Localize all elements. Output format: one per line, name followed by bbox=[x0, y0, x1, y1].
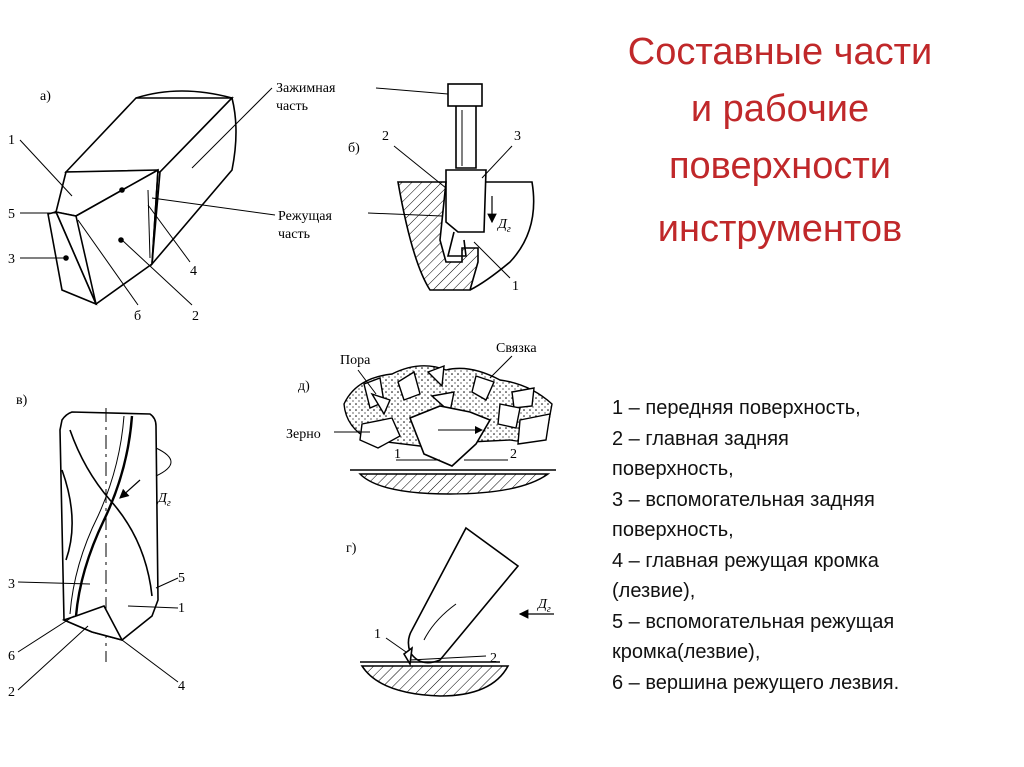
flute-2 bbox=[69, 429, 153, 597]
fig-b-num-3: 3 bbox=[514, 129, 521, 144]
bond-label: Связка bbox=[496, 341, 537, 356]
fig-g-motion-label: Дг bbox=[536, 597, 551, 615]
legend-line: 1 – передняя поверхность, bbox=[612, 397, 861, 419]
fig-a-num-3: 3 bbox=[8, 252, 15, 267]
fig-a-num-5: 5 bbox=[8, 207, 15, 222]
fig-v-num-3: 3 bbox=[8, 577, 15, 592]
shank-break bbox=[135, 90, 233, 99]
figure-v-twist-drill bbox=[17, 408, 179, 691]
fig-v-motion-label: Дг bbox=[156, 491, 171, 509]
fig-v-num-4: 4 bbox=[178, 679, 185, 694]
fig-d-num-2: 2 bbox=[510, 447, 517, 462]
legend-line: кромка(лезвие), bbox=[612, 641, 761, 663]
figure-a-lathe-tool bbox=[19, 87, 276, 306]
fig-b-num-2: 2 bbox=[382, 129, 389, 144]
fig-d-num-1: 1 bbox=[394, 447, 401, 462]
fig-a-num-1: 1 bbox=[8, 133, 15, 148]
fig-a-num-6: б bbox=[134, 309, 141, 324]
tool-shank-head bbox=[447, 83, 483, 107]
fig-v-num-2: 2 bbox=[8, 685, 15, 700]
legend-line: 6 – вершина режущего лезвия. bbox=[612, 671, 900, 694]
legend-line: 4 – главная режущая кромка bbox=[612, 549, 879, 572]
fig-v-num-1: 1 bbox=[178, 601, 185, 616]
figure-v-tag: в) bbox=[16, 393, 28, 408]
flute-1 bbox=[74, 415, 134, 617]
legend-line: поверхность, bbox=[612, 458, 734, 480]
figure-g-grain-cut bbox=[360, 526, 554, 697]
fig-b-motion-label: Дг bbox=[496, 217, 511, 235]
figure-b-tag: б) bbox=[348, 141, 360, 156]
legend-line: 5 – вспомогательная режущая bbox=[612, 610, 895, 633]
title-line-4: инструментов bbox=[657, 208, 903, 250]
figure-a-tag: а) bbox=[40, 89, 51, 104]
slide-title: Составные части и рабочие поверхности ин… bbox=[560, 24, 1000, 258]
fig-b-num-1: 1 bbox=[512, 279, 519, 294]
flank-main-edge bbox=[75, 215, 97, 305]
fig-a-num-2: 2 bbox=[192, 309, 199, 324]
grain-main bbox=[408, 405, 492, 467]
cutting-part-label-2: часть bbox=[278, 227, 310, 242]
grain-label: Зерно bbox=[286, 427, 321, 442]
drill-tip bbox=[61, 605, 124, 642]
title-line-3: поверхности bbox=[668, 145, 892, 187]
tool-blade bbox=[445, 169, 487, 233]
cutting-part-label-1: Режущая bbox=[278, 209, 332, 224]
clamp-part-label-2: часть bbox=[276, 99, 308, 114]
legend-line: поверхность, bbox=[612, 519, 734, 541]
drill-body bbox=[59, 411, 159, 641]
workpiece bbox=[397, 181, 479, 291]
fig-g-num-2: 2 bbox=[490, 651, 497, 666]
fig-v-num-6: 6 bbox=[8, 649, 15, 664]
legend-line: (лезвие), bbox=[612, 580, 696, 602]
legend-line: 3 – вспомогательная задняя bbox=[612, 488, 875, 511]
figure-d-tag: д) bbox=[298, 379, 310, 394]
grain-body bbox=[407, 526, 520, 664]
pore-label: Пора bbox=[340, 353, 371, 368]
figure-g-tag: г) bbox=[346, 541, 357, 556]
shank-side bbox=[150, 96, 237, 267]
workpiece-d bbox=[358, 473, 551, 495]
fig-a-num-4: 4 bbox=[190, 264, 197, 279]
title-line-1: Составные части bbox=[627, 31, 933, 73]
legend-line: 2 – главная задняя bbox=[612, 427, 789, 450]
legend: 1 – передняя поверхность, 2 – главная за… bbox=[612, 393, 1012, 698]
fig-g-num-1: 1 bbox=[374, 627, 381, 642]
clamp-part-label-1: Зажимная bbox=[276, 81, 336, 96]
figure-d-abrasive bbox=[334, 355, 556, 495]
workpiece-g bbox=[360, 665, 510, 697]
fig-v-num-5: 5 bbox=[178, 571, 185, 586]
title-line-2: и рабочие bbox=[690, 88, 870, 130]
figure-b-slot-tool bbox=[367, 83, 535, 291]
